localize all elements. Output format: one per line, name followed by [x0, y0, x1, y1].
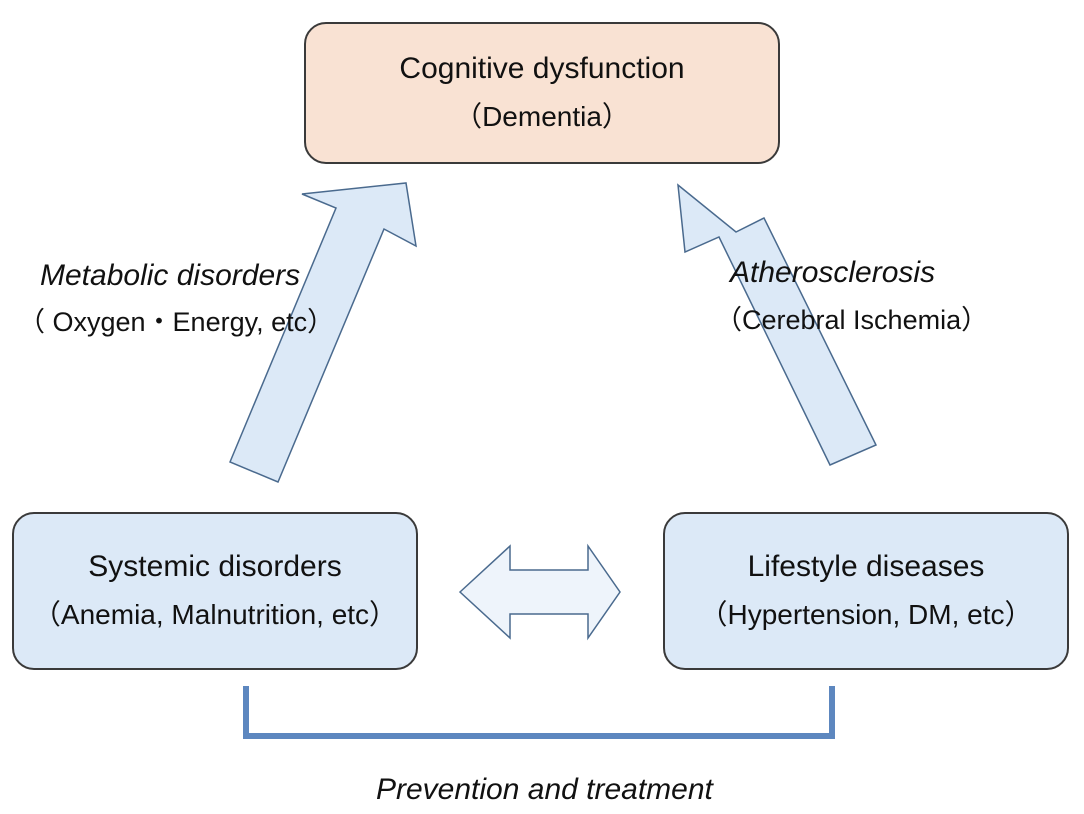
- cognitive-dysfunction-title: Cognitive dysfunction: [399, 52, 685, 85]
- prevention-bracket: [243, 686, 835, 739]
- lifestyle-diseases-subtitle: （Hypertension, DM, etc）: [699, 599, 1033, 630]
- systemic-disorders-subtitle: （Anemia, Malnutrition, etc）: [32, 599, 398, 630]
- cognitive-dysfunction-box: Cognitive dysfunction （Dementia）: [304, 22, 780, 164]
- metabolic-disorders-label: Metabolic disorders: [40, 259, 301, 292]
- atherosclerosis-label: Atherosclerosis: [730, 256, 936, 289]
- arrow-left-to-top: [229, 182, 417, 483]
- prevention-treatment-label: Prevention and treatment: [376, 773, 713, 806]
- systemic-disorders-box: Systemic disorders （Anemia, Malnutrition…: [12, 512, 418, 670]
- metabolic-disorders-sublabel: （ Oxygen・Energy, etc）: [18, 307, 335, 337]
- arrow-right-to-top: [677, 183, 878, 466]
- systemic-disorders-title: Systemic disorders: [88, 550, 342, 583]
- lifestyle-diseases-title: Lifestyle diseases: [747, 550, 985, 583]
- cognitive-dysfunction-subtitle: （Dementia）: [454, 101, 630, 132]
- double-arrow-left-right: [458, 543, 621, 641]
- lifestyle-diseases-box: Lifestyle diseases （Hypertension, DM, et…: [663, 512, 1069, 670]
- atherosclerosis-sublabel: （Cerebral Ischemia）: [715, 305, 989, 335]
